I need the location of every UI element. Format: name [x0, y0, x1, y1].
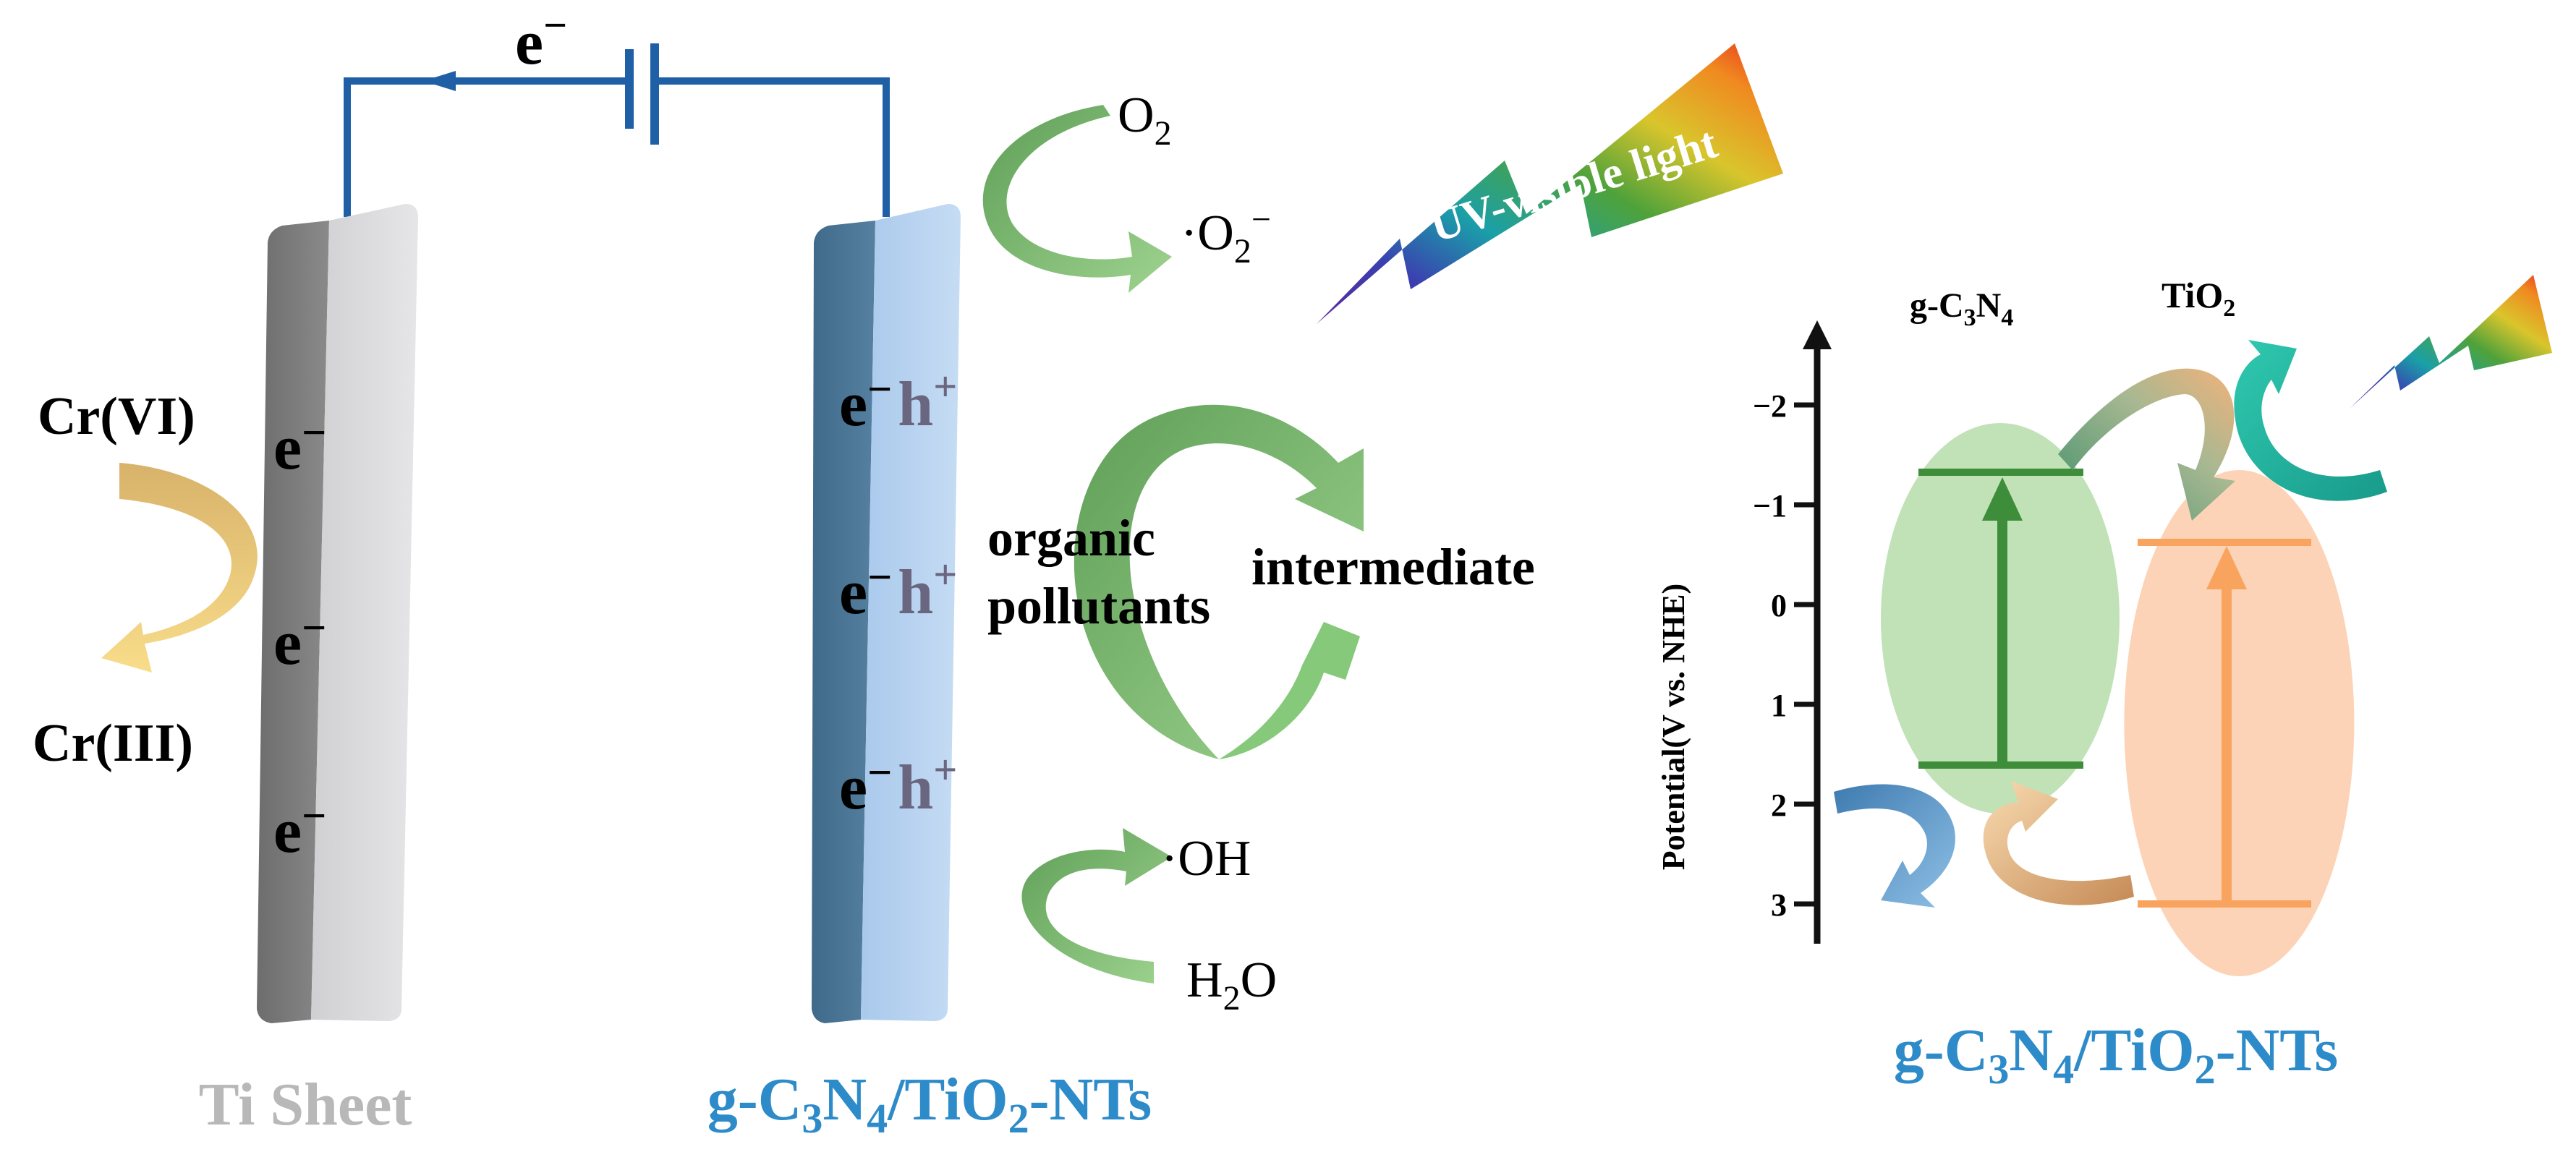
anode-pair-3: e−h+ — [839, 746, 957, 823]
o2-label: O2 — [1118, 88, 1172, 153]
gcn-header: g-C3N4 — [1910, 286, 2013, 331]
intermediate-label: intermediate — [1251, 538, 1535, 596]
photoanode-front — [861, 204, 961, 1021]
organic-pollutants-label-1: organic — [987, 509, 1155, 567]
cycle-arrow-upper — [1074, 404, 1364, 759]
gcn-excitation-arrowhead — [1982, 477, 2023, 521]
water-label: H2O — [1186, 952, 1277, 1017]
axis-label: Potential(V vs. NHE) — [1656, 584, 1691, 870]
ti-electron-1: e− — [273, 409, 326, 483]
tio2-band-ellipse — [2124, 470, 2355, 976]
axis-tick-label: 1 — [1771, 688, 1787, 723]
h2o-curved-arrow — [1021, 828, 1172, 983]
hole-transfer-arrow — [1983, 781, 2134, 905]
photoanode-label: g-C3N4/TiO2-NTs — [707, 1066, 1152, 1142]
circuit-wire-right — [655, 77, 890, 217]
pollutant-degradation-cycle: organic pollutants intermediate — [987, 404, 1535, 759]
axis-arrowhead — [1803, 320, 1832, 349]
uv-visible-light-bolt: UV-visible light — [1317, 43, 1783, 324]
cr6-label: Cr(VI) — [38, 387, 195, 446]
axis-tick-label: 3 — [1771, 887, 1787, 923]
cycle-arrow-lower — [1219, 622, 1360, 759]
photoanode-electrode: e−h+ e−h+ e−h+ g-C3N4/TiO2-NTs — [707, 204, 1152, 1142]
axis-tick-label: 0 — [1771, 588, 1787, 623]
ti-sheet-label: Ti Sheet — [199, 1071, 412, 1138]
photoanode-side — [812, 221, 875, 1023]
external-circuit: e− — [344, 1, 890, 217]
tio2-excitation-arrowhead — [2206, 546, 2247, 589]
ti-sheet-side — [257, 221, 329, 1023]
hydroxyl-label: ·OH — [1161, 831, 1251, 887]
axis-tick-label: 2 — [1771, 788, 1787, 823]
gcn-hole-arrow — [1834, 784, 1955, 908]
cr-reduction-arrow — [101, 463, 258, 673]
circuit-wire — [344, 77, 629, 217]
axis-tick-label: −2 — [1753, 388, 1787, 424]
anode-pair-2: e−h+ — [839, 551, 957, 628]
chromium-reduction: Cr(VI) Cr(III) — [33, 387, 258, 773]
o2-curved-arrow — [982, 105, 1172, 293]
superoxide-label: ·O2− — [1181, 200, 1271, 270]
tio2-light-arrow — [2234, 340, 2387, 501]
axis-ticks: −2 −1 0 1 2 3 — [1753, 388, 1817, 923]
band-diagram-caption: g-C3N4/TiO2-NTs — [1894, 1017, 2338, 1093]
electron-flow-arrowhead — [423, 71, 456, 91]
tio2-header: TiO2 — [2161, 275, 2235, 322]
water-oxidation: ·OH H2O — [1021, 828, 1277, 1017]
light-bolt-shape — [1317, 43, 1783, 324]
cr3-label: Cr(III) — [33, 714, 193, 773]
organic-pollutants-label-2: pollutants — [987, 577, 1210, 635]
ti-electron-3: e− — [273, 792, 326, 866]
oxygen-reduction: O2 ·O2− — [982, 88, 1271, 293]
ti-sheet-electrode: e− e− e− Ti Sheet — [199, 204, 418, 1138]
ti-sheet-front — [311, 204, 418, 1021]
circuit-electron-label: e− — [515, 1, 567, 78]
ti-electron-2: e− — [273, 604, 326, 678]
anode-pair-1: e−h+ — [839, 363, 957, 440]
axis-tick-label: −1 — [1753, 488, 1787, 524]
electron-transfer-arrow — [2058, 368, 2235, 521]
band-diagram: g-C3N4 TiO2 −2 −1 0 1 2 3 Potential(V vs. NHE… — [1656, 275, 2552, 1093]
small-light-bolt — [2350, 275, 2552, 409]
